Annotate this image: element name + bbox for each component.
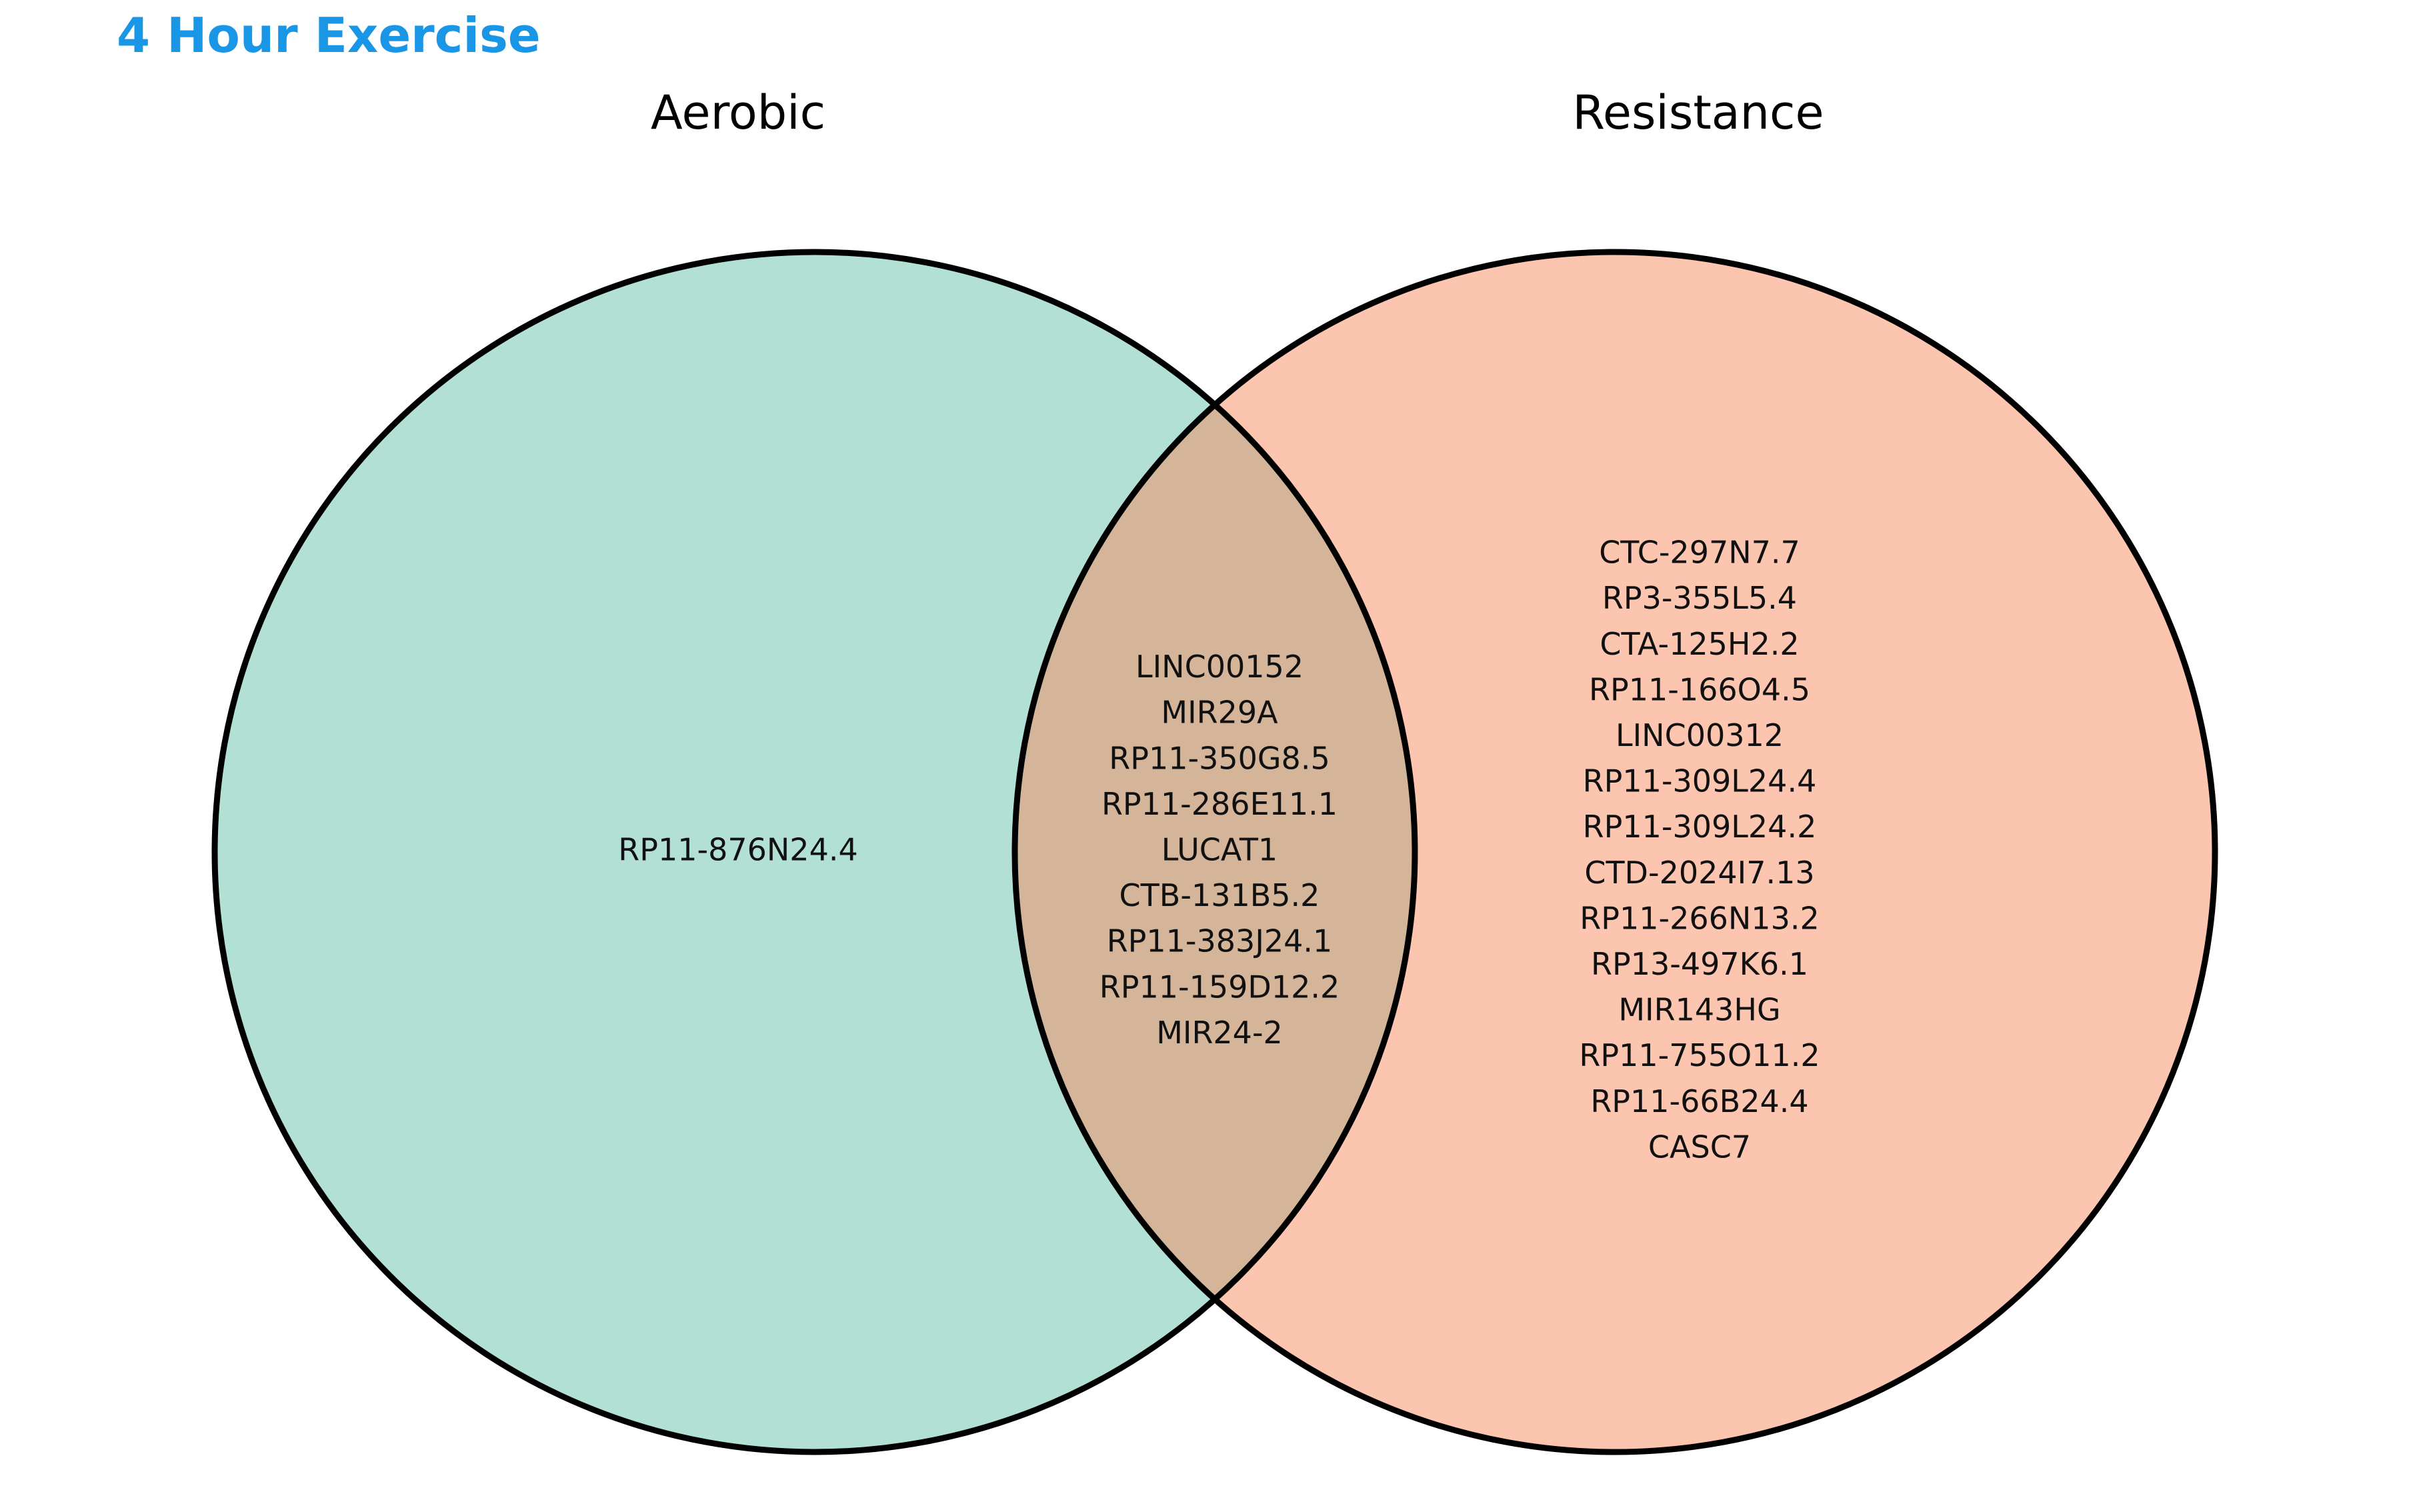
gene-label: MIR143HG — [1618, 992, 1780, 1028]
resistance-label: Resistance — [1572, 85, 1824, 140]
gene-label: RP3-355L5.4 — [1602, 580, 1797, 616]
gene-label: RP11-266N13.2 — [1580, 900, 1819, 936]
gene-label: RP11-309L24.4 — [1583, 763, 1817, 799]
gene-label: LUCAT1 — [1161, 832, 1278, 868]
gene-label: RP11-309L24.2 — [1583, 809, 1817, 845]
resistance-only-genes: CTC-297N7.7RP3-355L5.4CTA-125H2.2RP11-16… — [1579, 535, 1820, 1165]
aerobic-only-genes: RP11-876N24.4 — [618, 832, 857, 868]
gene-label: RP11-166O4.5 — [1589, 671, 1810, 707]
aerobic-outline — [211, 249, 1418, 1455]
gene-label: RP11-383J24.1 — [1107, 923, 1333, 959]
overlap-region — [1015, 252, 1415, 1452]
gene-label: CTB-131B5.2 — [1119, 877, 1320, 913]
gene-label: CTC-297N7.7 — [1599, 535, 1800, 571]
gene-label: RP11-159D12.2 — [1099, 969, 1340, 1005]
gene-label: LINC00312 — [1616, 717, 1784, 753]
gene-label: RP11-286E11.1 — [1101, 786, 1338, 822]
aerobic-label: Aerobic — [651, 85, 825, 140]
gene-label: LINC00152 — [1135, 649, 1304, 685]
gene-label: CASC7 — [1648, 1129, 1751, 1165]
resistance-outline — [1011, 249, 2218, 1455]
page-title: 4 Hour Exercise — [117, 7, 541, 63]
gene-label: RP13-497K6.1 — [1591, 946, 1808, 982]
gene-label: MIR24-2 — [1156, 1015, 1283, 1051]
gene-label: CTA-125H2.2 — [1600, 626, 1799, 662]
gene-label: RP11-876N24.4 — [618, 832, 857, 868]
gene-label: RP11-350G8.5 — [1109, 740, 1330, 776]
gene-label: RP11-66B24.4 — [1590, 1083, 1808, 1119]
gene-label: CTD-2024I7.13 — [1584, 855, 1814, 891]
gene-label: MIR29A — [1161, 695, 1278, 731]
gene-label: RP11-755O11.2 — [1579, 1037, 1820, 1073]
